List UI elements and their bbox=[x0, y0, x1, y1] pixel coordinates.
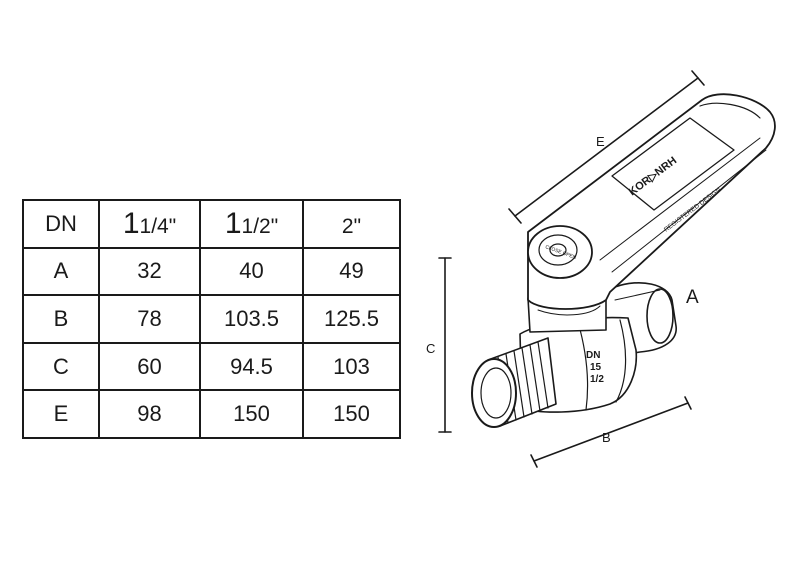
table-cell: 32 bbox=[98, 246, 201, 297]
label-e: E bbox=[596, 134, 605, 149]
table-cell: 150 bbox=[199, 389, 304, 439]
table-cell: 94.5 bbox=[199, 341, 304, 392]
header-dn: DN bbox=[22, 199, 100, 249]
row-label: E bbox=[22, 389, 100, 439]
dimension-line-b bbox=[530, 396, 692, 468]
dimension-line-e bbox=[508, 70, 705, 224]
row-label: A bbox=[22, 246, 100, 297]
handle-registered-text: REGISTERED DESIGN bbox=[663, 186, 723, 233]
label-c: C bbox=[426, 341, 436, 356]
table-cell: 103.5 bbox=[199, 294, 304, 344]
lever-handle bbox=[527, 93, 776, 310]
row-label: C bbox=[22, 341, 100, 392]
body-marking-dn: DN bbox=[586, 350, 600, 361]
threaded-port bbox=[471, 337, 557, 428]
dimension-table: DN 11/4" 11/2" 2" A 32 40 49 B 78 103.5 … bbox=[22, 199, 401, 439]
valve-body bbox=[519, 316, 638, 413]
header-size: 11/4" bbox=[98, 199, 201, 249]
table-row: A 32 40 49 bbox=[22, 246, 401, 297]
table-row: B 78 103.5 125.5 bbox=[22, 294, 401, 344]
header-size: 11/2" bbox=[199, 199, 304, 249]
body-marking-inch: 1/2 bbox=[590, 374, 604, 385]
table-cell: 103 bbox=[302, 341, 401, 392]
table-cell: 98 bbox=[98, 389, 201, 439]
table-header-row: DN 11/4" 11/2" 2" bbox=[22, 199, 401, 249]
female-port bbox=[614, 282, 677, 355]
table-cell: 150 bbox=[302, 389, 401, 439]
knob-text: CLOSE OPEN bbox=[544, 244, 577, 261]
dimension-line-c bbox=[438, 257, 452, 433]
body-marking-size: 15 bbox=[590, 362, 602, 373]
table-row: C 60 94.5 103 bbox=[22, 341, 401, 392]
row-label: B bbox=[22, 294, 100, 344]
table-cell: 40 bbox=[199, 246, 304, 297]
label-b: B bbox=[602, 430, 611, 445]
valve-stem bbox=[527, 295, 607, 333]
table-cell: 60 bbox=[98, 341, 201, 392]
handle-brand-text: KOR▷NRH bbox=[627, 155, 680, 199]
table-cell: 49 bbox=[302, 246, 401, 297]
table-row: E 98 150 150 bbox=[22, 389, 401, 439]
table-cell: 78 bbox=[98, 294, 201, 344]
header-size: 2" bbox=[302, 199, 401, 249]
label-a: A bbox=[686, 287, 699, 308]
handle-knob bbox=[527, 225, 593, 279]
table-cell: 125.5 bbox=[302, 294, 401, 344]
